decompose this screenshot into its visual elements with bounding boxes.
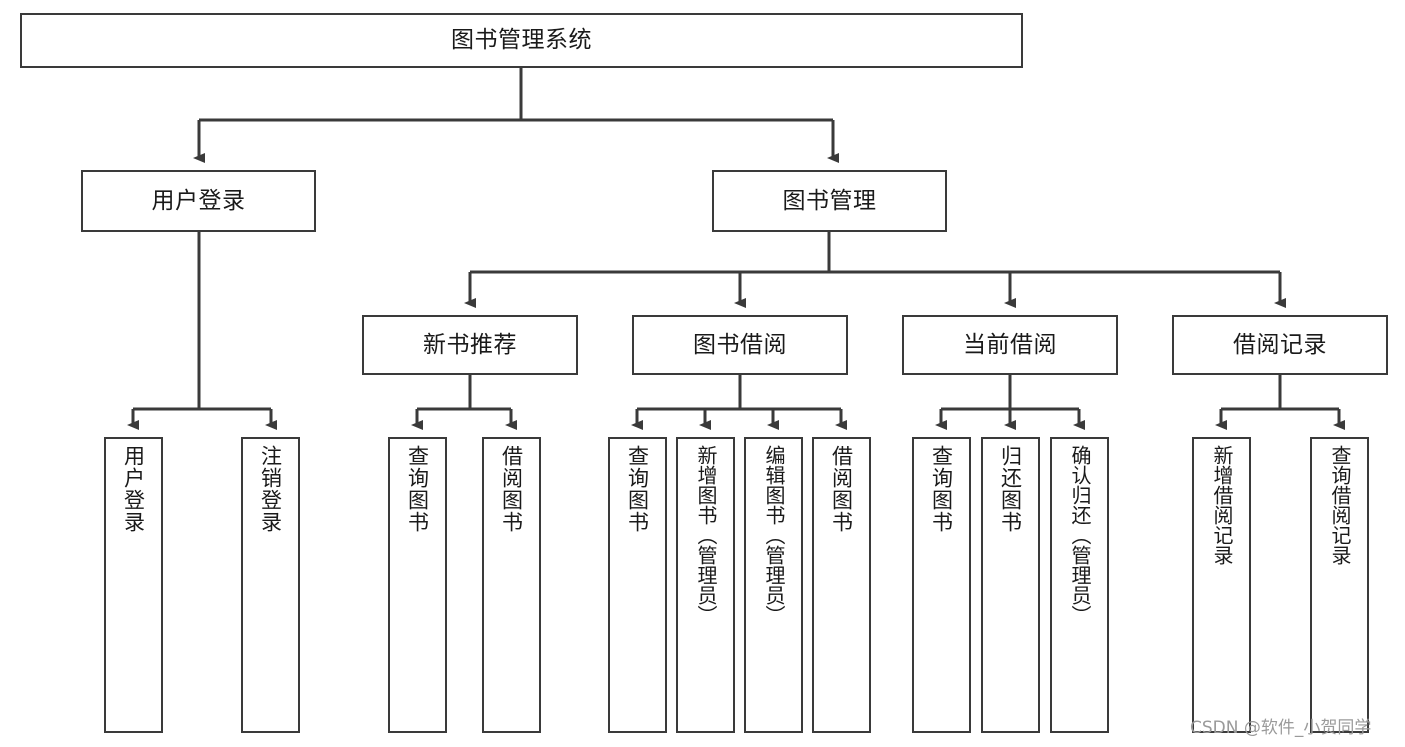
node-leaf-edit-book[interactable]: 编辑图书（管理员） [744, 437, 803, 733]
node-leaf-user-login[interactable]: 用户登录 [104, 437, 163, 733]
node-leaf-query-book-1-label: 查询图书 [405, 445, 430, 533]
node-leaf-query-book-2[interactable]: 查询图书 [608, 437, 667, 733]
node-leaf-logout-login[interactable]: 注销登录 [241, 437, 300, 733]
node-book-borrow[interactable]: 图书借阅 [632, 315, 848, 375]
node-user-login[interactable]: 用户登录 [81, 170, 316, 232]
node-leaf-borrow-book-2[interactable]: 借阅图书 [812, 437, 871, 733]
node-leaf-confirm-return[interactable]: 确认归还（管理员） [1050, 437, 1109, 733]
node-root-label: 图书管理系统 [451, 27, 592, 54]
node-leaf-borrow-book-2-label: 借阅图书 [829, 445, 854, 533]
node-leaf-query-book-3-label: 查询图书 [929, 445, 954, 533]
node-book-manage-label: 图书管理 [782, 187, 877, 214]
node-leaf-borrow-book-1[interactable]: 借阅图书 [482, 437, 541, 733]
node-leaf-add-record-label: 新增借阅记录 [1210, 445, 1234, 565]
node-new-book-rec-label: 新书推荐 [423, 331, 517, 358]
node-current-borrow-label: 当前借阅 [963, 331, 1057, 358]
node-leaf-return-book[interactable]: 归还图书 [981, 437, 1040, 733]
node-leaf-query-book-1[interactable]: 查询图书 [388, 437, 447, 733]
node-new-book-rec[interactable]: 新书推荐 [362, 315, 578, 375]
node-leaf-add-book-label: 新增图书（管理员） [694, 445, 718, 625]
csdn-watermark: CSDN @软件_小贺同学 [1190, 718, 1372, 738]
node-leaf-borrow-book-1-label: 借阅图书 [499, 445, 524, 533]
node-leaf-return-book-label: 归还图书 [998, 445, 1023, 533]
node-root[interactable]: 图书管理系统 [20, 13, 1023, 68]
node-book-manage[interactable]: 图书管理 [712, 170, 947, 232]
node-borrow-record[interactable]: 借阅记录 [1172, 315, 1388, 375]
node-leaf-add-record[interactable]: 新增借阅记录 [1192, 437, 1251, 733]
node-user-login-label: 用户登录 [151, 187, 246, 214]
node-leaf-add-book[interactable]: 新增图书（管理员） [676, 437, 735, 733]
node-leaf-logout-login-label: 注销登录 [258, 445, 283, 533]
node-leaf-confirm-return-label: 确认归还（管理员） [1068, 445, 1092, 625]
node-leaf-query-record[interactable]: 查询借阅记录 [1310, 437, 1369, 733]
node-leaf-user-login-label: 用户登录 [121, 445, 146, 533]
node-leaf-query-book-2-label: 查询图书 [625, 445, 650, 533]
node-current-borrow[interactable]: 当前借阅 [902, 315, 1118, 375]
node-borrow-record-label: 借阅记录 [1233, 331, 1327, 358]
node-book-borrow-label: 图书借阅 [693, 331, 787, 358]
node-leaf-edit-book-label: 编辑图书（管理员） [762, 445, 786, 625]
node-leaf-query-book-3[interactable]: 查询图书 [912, 437, 971, 733]
node-leaf-query-record-label: 查询借阅记录 [1328, 445, 1352, 565]
